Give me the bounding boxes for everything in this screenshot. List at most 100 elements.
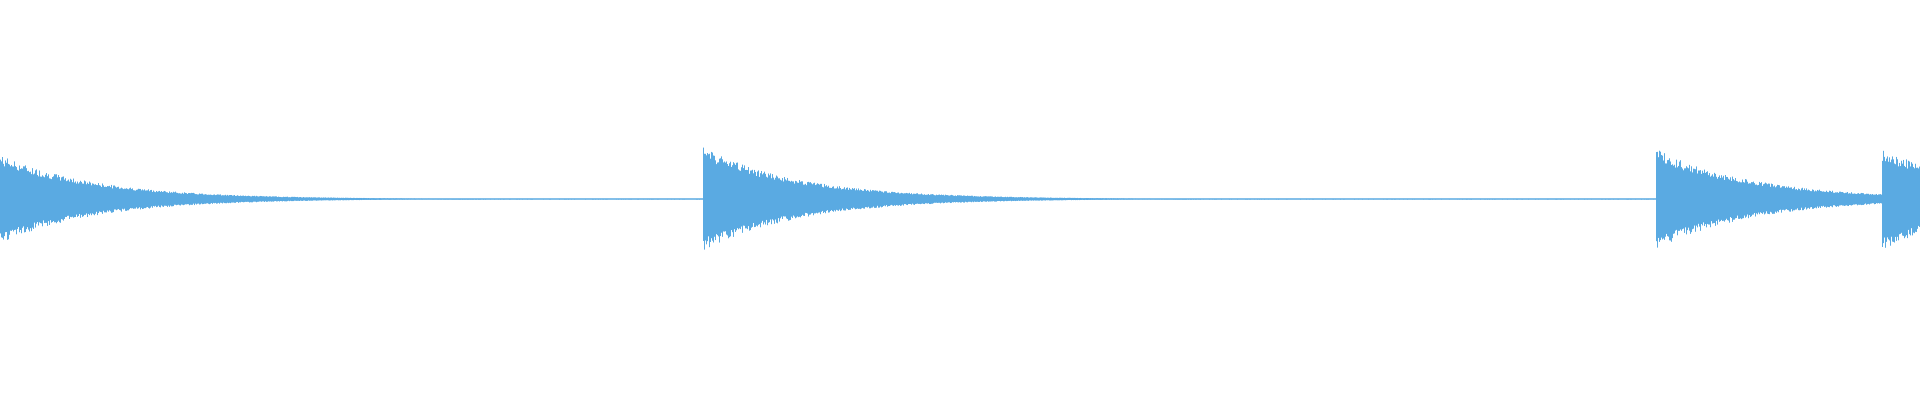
waveform-sample <box>1730 177 1731 218</box>
waveform-sample <box>625 198 626 200</box>
waveform-sample <box>390 198 391 200</box>
waveform-sample <box>359 197 360 201</box>
waveform-sample <box>240 195 241 203</box>
waveform-sample <box>1666 163 1667 234</box>
waveform-sample <box>1016 197 1017 201</box>
waveform-sample <box>14 161 15 231</box>
waveform-sample <box>242 195 243 203</box>
waveform-sample <box>1188 198 1189 200</box>
waveform-sample <box>1810 191 1811 208</box>
waveform-sample <box>1669 158 1670 241</box>
waveform-sample <box>919 194 920 204</box>
waveform-sample <box>151 189 152 207</box>
waveform-sample <box>1171 198 1172 200</box>
waveform-sample <box>845 189 846 211</box>
waveform-sample <box>469 198 470 200</box>
waveform-sample <box>485 198 486 200</box>
waveform-sample <box>1156 198 1157 200</box>
waveform-sample <box>730 161 731 237</box>
waveform-sample <box>978 196 979 202</box>
waveform-sample <box>58 175 59 221</box>
waveform-sample <box>797 182 798 217</box>
waveform-sample <box>29 172 30 232</box>
waveform-sample <box>949 195 950 203</box>
waveform-sample <box>441 198 442 200</box>
waveform-sample <box>1898 166 1899 241</box>
waveform-sample <box>745 169 746 229</box>
waveform-sample <box>605 198 606 200</box>
waveform-sample <box>214 194 215 204</box>
waveform-sample <box>31 174 32 232</box>
waveform-sample <box>458 198 459 200</box>
waveform-sample <box>531 198 532 200</box>
waveform-sample <box>358 197 359 201</box>
waveform-sample <box>1711 175 1712 222</box>
waveform-sample <box>832 186 833 212</box>
waveform-sample <box>1662 155 1663 240</box>
waveform-sample <box>811 183 812 214</box>
waveform-sample <box>940 195 941 204</box>
waveform-sample <box>593 198 594 200</box>
waveform-sample <box>1105 198 1106 200</box>
waveform-sample <box>725 162 726 232</box>
waveform-sample <box>726 161 727 235</box>
waveform-sample <box>432 198 433 200</box>
waveform-sample <box>1044 197 1045 201</box>
waveform-sample <box>746 169 747 229</box>
waveform-sample <box>83 183 84 217</box>
waveform-sample <box>1674 164 1675 234</box>
waveform-sample <box>1820 190 1821 208</box>
waveform-sample <box>1428 198 1429 200</box>
waveform-sample <box>252 195 253 203</box>
waveform-sample <box>380 198 381 200</box>
waveform-sample <box>40 176 41 224</box>
waveform-sample <box>606 198 607 200</box>
waveform-sample <box>1860 193 1861 205</box>
waveform-sample <box>667 198 668 200</box>
waveform-sample <box>804 184 805 216</box>
waveform-sample <box>1715 173 1716 226</box>
waveform-sample <box>228 195 229 204</box>
waveform-sample <box>735 164 736 232</box>
waveform-sample <box>1917 167 1918 229</box>
waveform-sample <box>917 193 918 204</box>
waveform-sample <box>763 173 764 225</box>
waveform-sample <box>1675 167 1676 231</box>
waveform-sample <box>1254 198 1255 200</box>
waveform-sample <box>559 198 560 200</box>
waveform-sample <box>901 192 902 206</box>
waveform-sample <box>1886 158 1887 242</box>
waveform-sample <box>118 186 119 209</box>
waveform-sample <box>1547 198 1548 200</box>
waveform-sample <box>119 188 120 210</box>
waveform-sample <box>1150 198 1151 200</box>
waveform-sample <box>864 189 865 209</box>
waveform-sample <box>969 195 970 202</box>
waveform-sample <box>1848 193 1849 207</box>
waveform-sample <box>368 198 369 200</box>
waveform-sample <box>225 194 226 204</box>
waveform-sample <box>755 171 756 227</box>
waveform-sample <box>783 181 784 217</box>
waveform-sample <box>1011 196 1012 202</box>
waveform-sample <box>986 196 987 202</box>
waveform-sample <box>1825 191 1826 207</box>
waveform-sample <box>984 196 985 202</box>
waveform-sample <box>1685 168 1686 228</box>
waveform-sample <box>946 195 947 203</box>
waveform-sample <box>204 194 205 204</box>
waveform-sample <box>1813 189 1814 209</box>
waveform-sample <box>761 170 762 223</box>
waveform-sample <box>772 174 773 220</box>
waveform-sample <box>130 187 131 209</box>
waveform-sample <box>1024 197 1025 201</box>
waveform-sample <box>176 192 177 206</box>
waveform-sample <box>994 196 995 202</box>
waveform-sample <box>160 191 161 208</box>
waveform-sample <box>78 183 79 216</box>
waveform-sample <box>21 168 22 234</box>
waveform-sample <box>1739 181 1740 219</box>
waveform-sample <box>471 198 472 200</box>
waveform-sample <box>199 193 200 205</box>
